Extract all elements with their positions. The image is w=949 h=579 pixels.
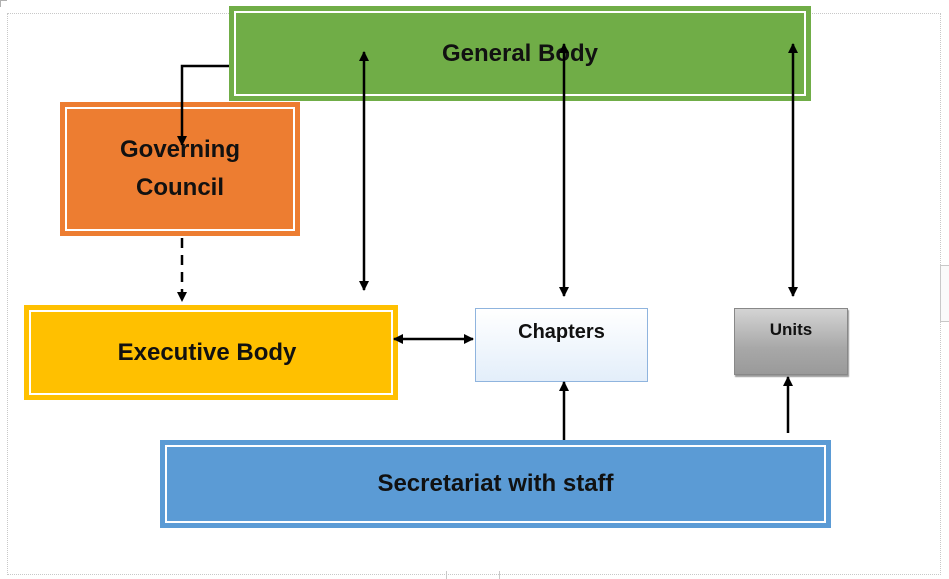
node-units: Units <box>734 308 848 375</box>
canvas-corner-marker <box>0 0 7 7</box>
canvas-bottom-handle[interactable] <box>446 571 500 579</box>
node-label-general-body: General Body <box>441 39 599 67</box>
node-inner-border <box>234 11 806 96</box>
node-chapters: Chapters <box>475 308 648 382</box>
node-inner-border <box>65 107 295 231</box>
node-inner-border <box>29 310 393 395</box>
node-general-body: General Body <box>229 6 811 101</box>
node-label-executive-body: Executive Body <box>117 338 297 366</box>
node-label-secretariat: Secretariat with staff <box>377 470 614 497</box>
node-inner-border <box>165 445 826 523</box>
node-secretariat: Secretariat with staff <box>160 440 831 528</box>
node-executive-body: Executive Body <box>24 305 398 400</box>
connector-general-to-governing <box>177 64 229 146</box>
node-label-chapters: Chapters <box>518 321 605 343</box>
node-label-units: Units <box>769 320 813 339</box>
node-governing-council: Governing Council <box>60 102 300 236</box>
canvas-resize-handle[interactable] <box>940 265 949 322</box>
